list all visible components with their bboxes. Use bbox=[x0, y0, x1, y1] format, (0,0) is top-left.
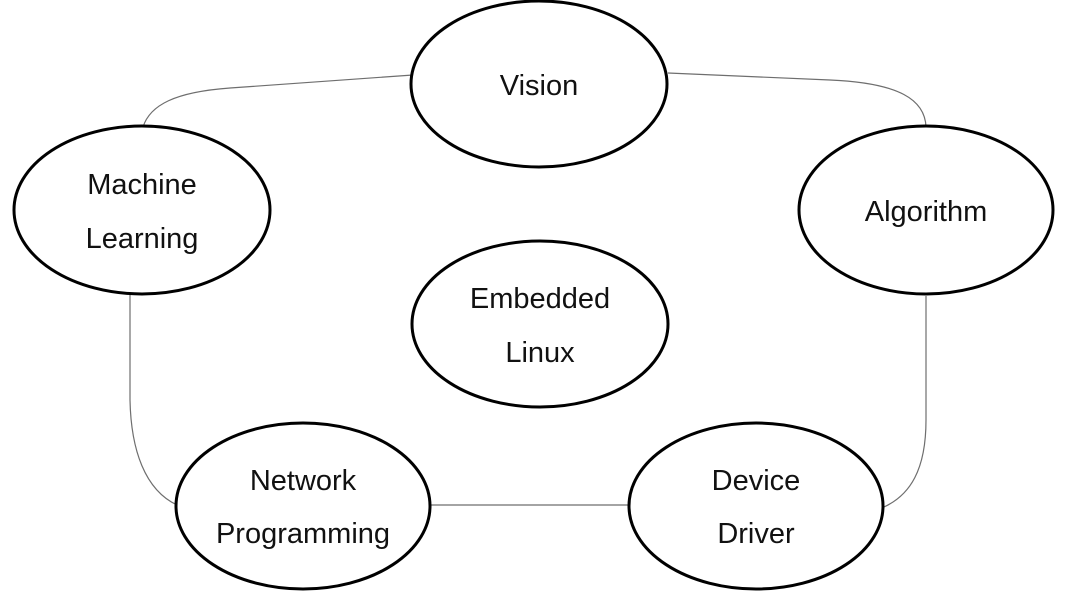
node-network-programming-label-line-1: Network bbox=[250, 465, 357, 497]
node-machine-learning-label-line-1: Machine bbox=[87, 169, 197, 201]
node-algorithm: Algorithm bbox=[797, 124, 1055, 296]
node-embedded-linux-label-line-1: Embedded bbox=[470, 283, 610, 315]
node-vision-ellipse bbox=[409, 0, 669, 169]
node-machine-learning: Machine Learning bbox=[12, 124, 272, 296]
node-network-programming: Network Programming bbox=[174, 421, 432, 591]
node-device-driver-label-line-1: Device bbox=[712, 465, 801, 497]
node-device-driver: Device Driver bbox=[627, 421, 885, 591]
node-device-driver-label-line-2: Driver bbox=[717, 518, 795, 550]
node-embedded-linux-ellipse bbox=[410, 239, 670, 409]
node-vision-label: Vision bbox=[500, 70, 578, 102]
node-network-programming-label-line-2: Programming bbox=[216, 518, 390, 550]
edge-algorithm-device-driver bbox=[883, 296, 927, 508]
node-machine-learning-label-line-2: Learning bbox=[86, 223, 199, 255]
node-embedded-linux-label-line-2: Linux bbox=[505, 337, 575, 369]
edge-network-programming-machine-learning bbox=[129, 295, 178, 506]
edge-machine-learning-vision bbox=[142, 74, 414, 128]
edge-vision-algorithm bbox=[667, 72, 927, 128]
node-algorithm-ellipse bbox=[797, 124, 1055, 296]
node-vision: Vision bbox=[409, 0, 669, 169]
connectors bbox=[129, 72, 927, 508]
node-machine-learning-ellipse bbox=[12, 124, 272, 296]
node-algorithm-label: Algorithm bbox=[865, 196, 988, 228]
node-network-programming-ellipse bbox=[174, 421, 432, 591]
node-embedded-linux: Embedded Linux bbox=[410, 239, 670, 409]
node-device-driver-ellipse bbox=[627, 421, 885, 591]
